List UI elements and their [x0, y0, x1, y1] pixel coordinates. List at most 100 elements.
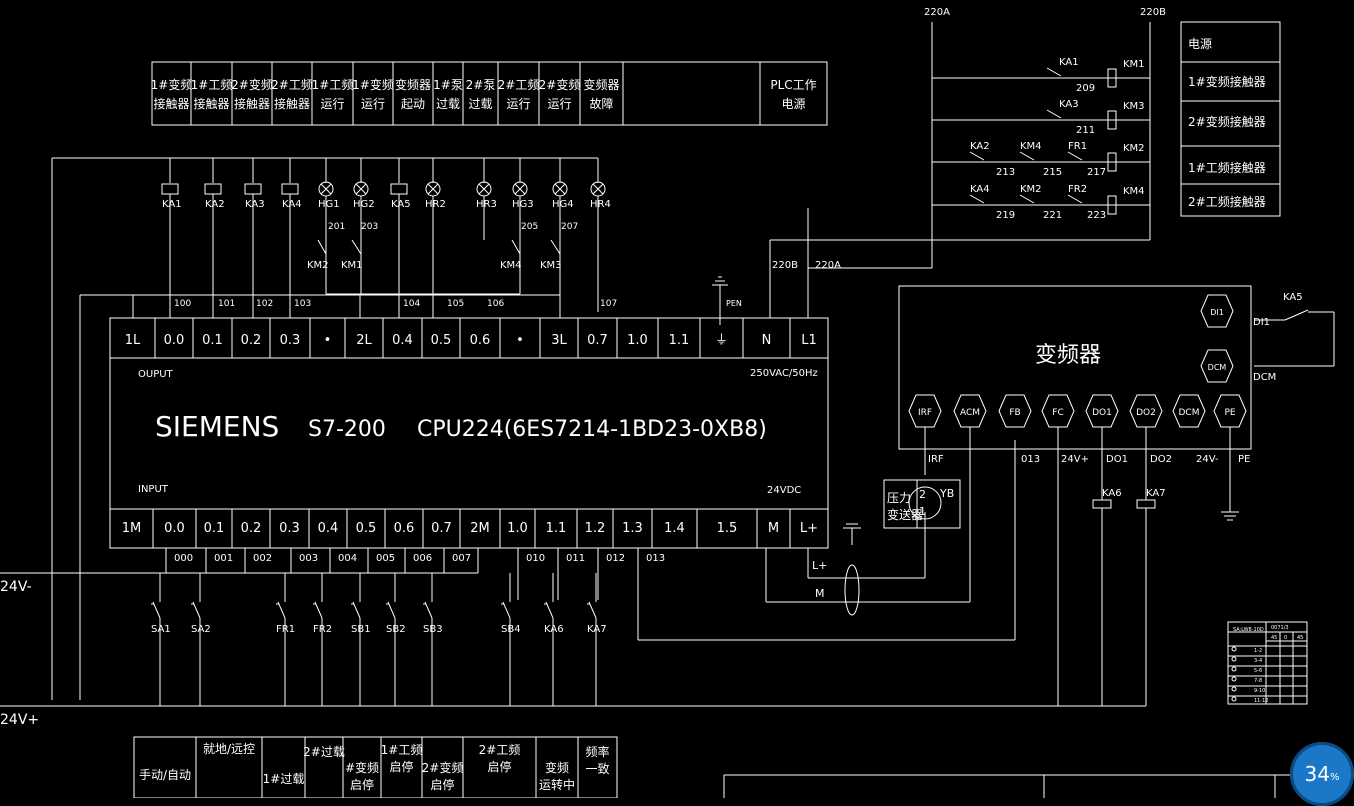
top-legend-cell: 运行	[547, 97, 571, 111]
input-device: SA1	[151, 624, 171, 635]
top-legend-cell: 接触器	[234, 96, 270, 111]
switch-table-col: 0	[1284, 635, 1287, 641]
top-legend-cell: 变频器	[395, 77, 431, 92]
vfd-top-terminal	[1200, 294, 1234, 328]
plc-output-terminal: •	[324, 333, 332, 348]
top-legend-table	[151, 61, 828, 126]
plc-input-terminal: 1.2	[585, 521, 606, 536]
top-legend-cell: 变频器	[583, 77, 619, 92]
input-wire: 012	[606, 553, 625, 564]
input-wire: 006	[413, 553, 432, 564]
input-wire: 013	[646, 553, 665, 564]
plc-body	[109, 317, 829, 549]
bottom-legend-cell: 变频	[545, 760, 569, 775]
relay-wire: 217	[1087, 167, 1106, 178]
input-device: SB2	[386, 624, 406, 635]
output-wire: 103	[294, 299, 311, 309]
output-device: HR2	[425, 199, 446, 210]
aux-contact: KM1	[341, 260, 363, 271]
output-device: KA1	[162, 199, 182, 210]
ac-b-label: 220B	[1140, 7, 1166, 18]
plc-input-terminal: 1.1	[546, 521, 567, 536]
relay-legend-cell: 电源	[1188, 37, 1212, 51]
top-legend-cell: 接触器	[153, 96, 189, 111]
relay-legend-cell: 2#变频接触器	[1188, 114, 1266, 129]
plc-output-terminal: 0.3	[280, 333, 301, 348]
relay-contact: FR2	[1068, 184, 1087, 195]
top-legend-cell: 接触器	[274, 96, 310, 111]
vfd-top-terminal-label: DCM	[1208, 363, 1227, 372]
progress-value: 34	[1304, 762, 1330, 786]
relay-wire: 213	[996, 167, 1015, 178]
transmitter-label: 压力	[887, 491, 911, 505]
vfd-terminal	[1129, 394, 1163, 428]
aux-wire: 201	[328, 222, 345, 232]
vfd-terminal-label: FB	[1009, 408, 1020, 418]
relay-wire: 215	[1043, 167, 1062, 178]
input-device: SA2	[191, 624, 211, 635]
plc-output-terminal: 1.0	[627, 333, 648, 348]
plc-brand: SIEMENS	[155, 410, 279, 443]
output-device: KA4	[282, 199, 302, 210]
vfd-top-wire: DI1	[1253, 317, 1270, 328]
plc-input-terminal: 0.7	[431, 521, 452, 536]
plc-input-terminal: 0.5	[356, 521, 377, 536]
vfd-wire-label: DO1	[1106, 454, 1128, 465]
aux-wire: 207	[561, 222, 578, 232]
plc-input-terminal: 0.0	[164, 521, 185, 536]
top-legend-cell: 接触器	[193, 96, 229, 111]
input-wire: 003	[299, 553, 318, 564]
top-legend-cell: PLC工作	[770, 78, 816, 92]
input-wire: 011	[566, 553, 585, 564]
top-legend-cell: 1#工频	[191, 78, 233, 92]
plc-output-terminal: 0.1	[202, 333, 223, 348]
relay-wire: 209	[1076, 83, 1095, 94]
vfd-relay: KA5	[1283, 292, 1303, 303]
plc-output-terminal: ⏚	[715, 333, 728, 348]
bottom-legend-table	[133, 736, 618, 798]
output-wire: 104	[403, 299, 420, 309]
plc-output-terminal: 1L	[125, 333, 141, 348]
relay-legend-table	[1180, 21, 1281, 217]
ac-a-label: 220A	[924, 7, 950, 18]
vfd-terminal-label: ACM	[960, 408, 980, 418]
plc-input-terminal: 1.3	[622, 521, 643, 536]
switch-table-row: 11-12	[1254, 698, 1269, 704]
switch-table-row: 5-6	[1254, 668, 1262, 674]
bottom-legend-cell: 就地/远控	[203, 742, 255, 756]
vfd-wire-label: 24V+	[1061, 454, 1089, 465]
bottom-legend-cell: 频率	[585, 744, 609, 759]
plc-input-terminal: 0.2	[241, 521, 262, 536]
switch-table-header: 0071/3	[1271, 625, 1289, 631]
plc-output-terminal: 0.6	[470, 333, 491, 348]
plc-output-terminal: 0.7	[587, 333, 608, 348]
vfd-box	[898, 285, 1252, 450]
switch-table-row: 1-2	[1254, 648, 1262, 654]
output-wire: 105	[447, 299, 464, 309]
lplus-label: L+	[812, 559, 827, 572]
switch-table-row: 7-8	[1254, 678, 1262, 684]
relay-contact: KA4	[970, 184, 990, 195]
vfd-wire-label: DO2	[1150, 454, 1172, 465]
vfd-terminal-label: IRF	[918, 408, 932, 418]
plc-input-terminal: 1M	[122, 521, 142, 536]
vfd-terminal	[998, 394, 1032, 428]
vfd-terminal-label: DO1	[1092, 408, 1112, 418]
input-device: KA7	[587, 624, 607, 635]
plc-input-terminal: 1.0	[507, 521, 528, 536]
pen-label: PEN	[726, 299, 742, 308]
top-legend-cell: 运行	[320, 97, 344, 111]
aux-contact: KM4	[500, 260, 522, 271]
progress-indicator[interactable]: 34%	[1290, 742, 1354, 806]
relay-wire: 223	[1087, 210, 1106, 221]
input-wire: 000	[174, 553, 193, 564]
output-wire: 101	[218, 299, 235, 309]
relay-contact: KM4	[1020, 141, 1042, 152]
input-wire: 002	[253, 553, 272, 564]
relay-coil: KM2	[1123, 143, 1145, 154]
ac-a-wire: 220A	[815, 260, 841, 271]
progress-unit: %	[1329, 771, 1340, 783]
rail-pos: 24V+	[0, 712, 39, 728]
plc-dc-spec: 24VDC	[767, 485, 801, 496]
input-wire: 005	[376, 553, 395, 564]
